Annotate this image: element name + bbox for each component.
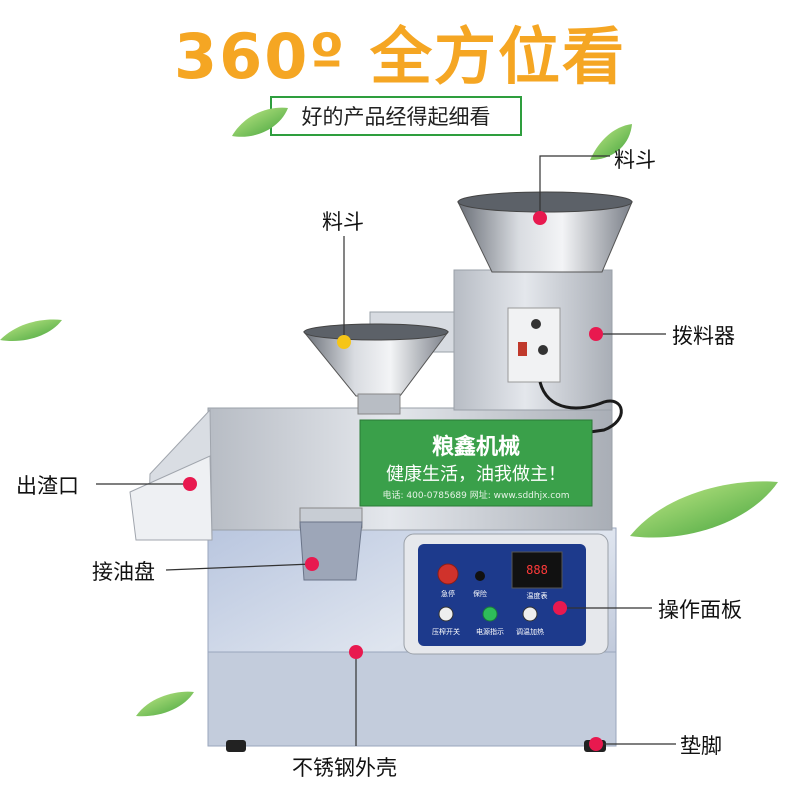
page-title: 360º 全方位看 xyxy=(174,20,626,93)
sign-slogan: 健康生活，油我做主！ xyxy=(386,464,566,485)
callout-dot-hopper-top xyxy=(533,211,547,225)
heating-label: 调温加热 xyxy=(516,627,544,636)
callout-dot-foot-pad xyxy=(589,737,603,751)
sign-contact: 电话: 400-0785689 网址: www.sddhjx.com xyxy=(382,489,569,501)
leaf-decoration xyxy=(0,319,62,342)
power-indicator-light xyxy=(482,606,498,622)
leaf-decoration xyxy=(136,691,194,717)
callout-foot-pad: 垫脚 xyxy=(680,734,722,758)
power-indicator-label: 电源指示 xyxy=(476,627,504,636)
callout-dot-oil-tray xyxy=(305,557,319,571)
temperature-label: 温度表 xyxy=(527,591,548,600)
subtitle-box: 好的产品经得起细看 xyxy=(270,96,522,136)
sign-brand: 粮鑫机械 xyxy=(432,434,520,460)
subtitle-text: 好的产品经得起细看 xyxy=(301,105,491,129)
callout-dot-steel-shell xyxy=(349,645,363,659)
leaf-decoration xyxy=(590,124,632,160)
callout-stirrer: 拨料器 xyxy=(672,324,735,348)
callout-oil-tray: 接油盘 xyxy=(92,560,155,584)
fuse-label: 保险 xyxy=(473,589,487,598)
leaf-decoration xyxy=(630,481,778,538)
callout-control-panel: 操作面板 xyxy=(658,598,742,622)
heating-switch-knob[interactable] xyxy=(522,606,538,622)
callout-hopper-left: 料斗 xyxy=(322,210,364,234)
temperature-display xyxy=(511,551,563,589)
callout-residue-outlet: 出渣口 xyxy=(16,474,79,498)
callout-dot-stirrer xyxy=(589,327,603,341)
callout-dot-control-panel xyxy=(553,601,567,615)
press-switch-label: 压榨开关 xyxy=(432,627,460,636)
fuse-holder xyxy=(475,571,485,581)
callout-hopper-top: 料斗 xyxy=(614,148,656,172)
callout-steel-shell: 不锈钢外壳 xyxy=(292,756,397,780)
emergency-stop-button[interactable] xyxy=(437,563,459,585)
callout-dot-hopper-left xyxy=(337,335,351,349)
leaf-decoration xyxy=(232,107,288,137)
emergency-stop-label: 急停 xyxy=(441,589,455,598)
press-switch-knob[interactable] xyxy=(438,606,454,622)
callout-dot-residue-outlet xyxy=(183,477,197,491)
temperature-display-value: 888 xyxy=(526,563,548,577)
